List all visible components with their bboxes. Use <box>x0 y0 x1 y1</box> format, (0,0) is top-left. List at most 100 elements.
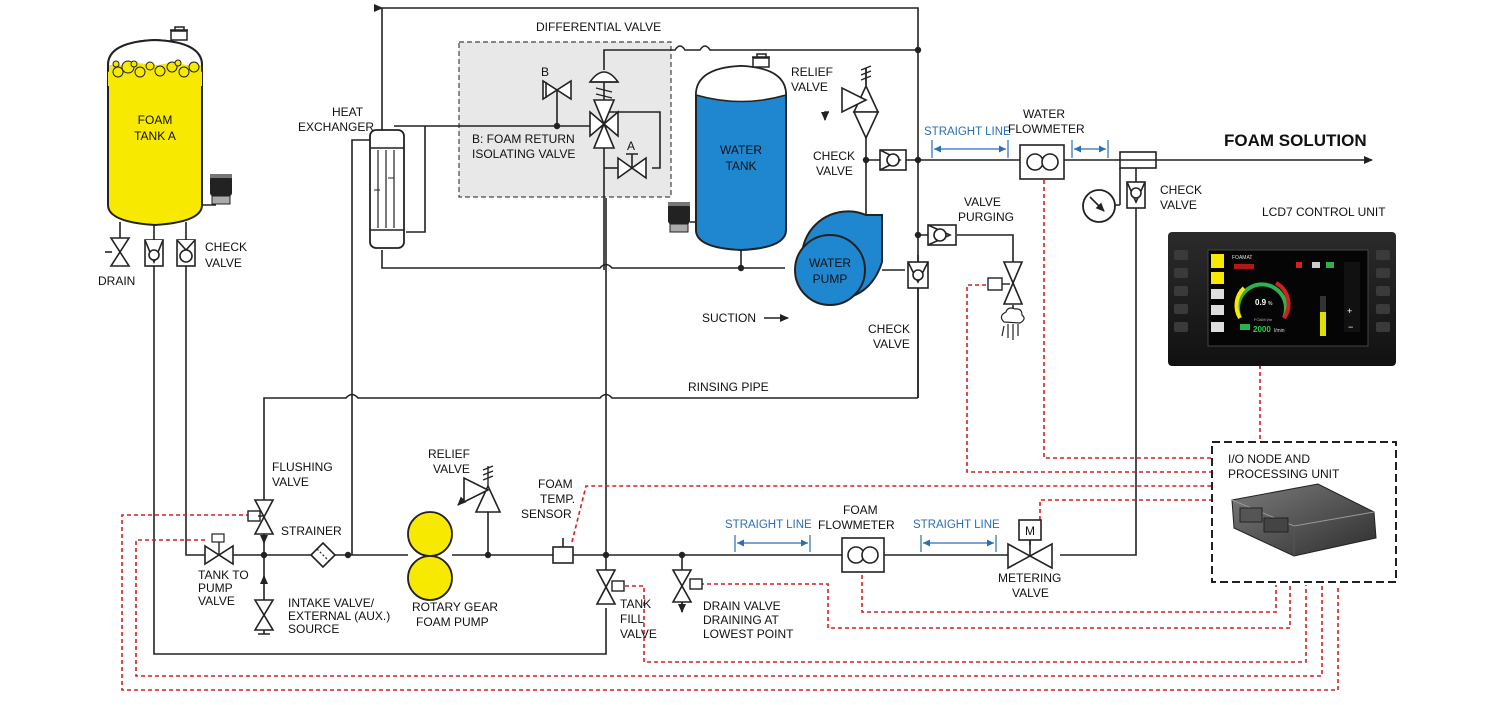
drain-valve-icon <box>105 237 131 267</box>
drain-valve-label-1: DRAIN VALVE <box>703 599 781 613</box>
purging-check-valve <box>927 224 957 246</box>
water-flowmeter <box>1019 144 1065 180</box>
valve-purging-label-2: PURGING <box>958 210 1014 224</box>
valve-purging-label-1: VALVE <box>964 195 1001 209</box>
water-pump: WATER PUMP <box>794 210 883 306</box>
pump-check-valve <box>907 261 929 289</box>
signal-wiring <box>121 180 1339 691</box>
tank-to-pump-label-3: VALVE <box>198 594 235 608</box>
check-valve-right <box>1126 181 1146 209</box>
valve-b-label: B <box>541 65 549 79</box>
tank-fill-label-2: FILL <box>620 612 644 626</box>
differential-valve <box>588 71 620 149</box>
relief-valve-top <box>841 65 880 140</box>
tee-fitting <box>1119 151 1157 169</box>
foam-flowmeter <box>841 537 885 573</box>
relief-valve-bottom-label-2: VALVE <box>433 462 470 476</box>
tank-fill-label-3: VALVE <box>620 627 657 641</box>
drain-valve-lowest <box>671 569 703 613</box>
tank-to-pump-valve <box>204 533 234 566</box>
pressure-gauge-icon <box>1082 189 1116 223</box>
check-valve-mid-label-1: CHECK <box>813 149 855 163</box>
tank-check-valve-1 <box>144 239 164 267</box>
suction-label: SUCTION <box>702 311 756 325</box>
valve-b-icon <box>542 79 572 101</box>
metering-motor-label: M <box>1025 524 1035 538</box>
intake-valve-label-1: INTAKE VALVE/ <box>288 596 375 610</box>
metering-valve-label-2: VALVE <box>1012 586 1049 600</box>
metering-valve: M <box>1007 519 1053 570</box>
foam-tank-label-2: TANK A <box>134 129 176 143</box>
io-node-label-2: PROCESSING UNIT <box>1228 467 1340 481</box>
io-node-processing-unit <box>1211 441 1397 583</box>
strainer-label: STRAINER <box>281 524 342 538</box>
tank-fill-label-1: TANK <box>620 597 651 611</box>
differential-valve-label: DIFFERENTIAL VALVE <box>536 20 661 34</box>
water-pump-label-2: PUMP <box>813 272 848 286</box>
io-node-label-1: I/O NODE AND <box>1228 452 1310 466</box>
drain-label: DRAIN <box>98 274 135 288</box>
foam-temp-sensor <box>552 538 574 564</box>
lcd-flow-value: 2000 <box>1253 325 1271 334</box>
lcd-percent-unit: % <box>1268 301 1273 307</box>
svg-text:−: − <box>1348 322 1353 332</box>
check-valve-mid-label-2: VALVE <box>816 164 853 178</box>
lcd-flow-label: FOAM l/m <box>1254 317 1273 322</box>
check-valve-mid <box>879 149 907 171</box>
heat-exchanger-label-1: HEAT <box>332 105 364 119</box>
tank-fill-valve <box>595 569 625 605</box>
svg-text:+: + <box>1347 306 1352 316</box>
relief-valve-top-label-1: RELIEF <box>791 65 833 79</box>
foam-solution-label: FOAM SOLUTION <box>1224 131 1367 150</box>
lcd-flow-unit: l/min <box>1274 328 1285 334</box>
rotary-gear-label-1: ROTARY GEAR <box>412 600 498 614</box>
foam-return-label-2: ISOLATING VALVE <box>472 147 575 161</box>
foam-temp-label-3: SENSOR <box>521 507 572 521</box>
straight-line-left-label: STRAIGHT LINE <box>725 519 812 531</box>
water-pump-label-1: WATER <box>809 256 851 270</box>
tank-check-valve-label-1: CHECK <box>205 240 247 254</box>
heat-exchanger <box>369 129 405 249</box>
water-flowmeter-label-2: FLOWMETER <box>1008 122 1085 136</box>
pipework <box>119 7 1372 655</box>
intake-valve-label-3: SOURCE <box>288 622 339 636</box>
tank-check-valve-2 <box>176 239 196 267</box>
foam-temp-label-2: TEMP. <box>540 492 575 506</box>
lcd7-label: LCD7 CONTROL UNIT <box>1262 205 1386 219</box>
foam-tank-a: FOAM TANK A <box>107 26 203 227</box>
straight-line-top-dimension <box>931 140 1109 158</box>
intake-valve <box>253 575 275 635</box>
strainer <box>309 541 337 569</box>
rotary-gear-label-2: FOAM PUMP <box>416 615 489 629</box>
relief-valve-top-label-2: VALVE <box>791 80 828 94</box>
water-tank: WATER TANK <box>695 53 787 252</box>
flushing-valve <box>247 499 275 535</box>
rotary-gear-foam-pump <box>407 511 453 601</box>
relief-valve-bottom <box>463 465 502 513</box>
water-tank-label-2: TANK <box>725 159 756 173</box>
lcd7-control-unit: FOAMAT 0.9 % FOAM l/m 2000 l/min + − <box>1168 232 1396 366</box>
drain-valve-label-2: DRAINING AT <box>703 613 779 627</box>
straight-line-right-label: STRAIGHT LINE <box>913 519 1000 531</box>
purging-solenoid-valve <box>987 261 1024 305</box>
valve-a-icon <box>617 153 647 180</box>
water-flowmeter-label-1: WATER <box>1023 107 1065 121</box>
relief-valve-bottom-label-1: RELIEF <box>428 447 470 461</box>
metering-valve-label-1: METERING <box>998 571 1061 585</box>
valve-a-label: A <box>627 139 635 153</box>
foam-level-sensor <box>202 174 232 206</box>
foam-flowmeter-label-2: FLOWMETER <box>818 518 895 532</box>
foam-flowmeter-label-1: FOAM <box>843 503 878 517</box>
foam-return-label-1: B: FOAM RETURN <box>472 132 575 146</box>
flushing-valve-label-2: VALVE <box>272 475 309 489</box>
water-level-sensor <box>668 202 696 233</box>
water-tank-label-1: WATER <box>720 143 762 157</box>
lcd-brand: FOAMAT <box>1232 255 1252 261</box>
tank-to-pump-label-2: PUMP <box>198 581 233 595</box>
straight-line-top-label: STRAIGHT LINE <box>924 126 1011 138</box>
foam-temp-label-1: FOAM <box>538 477 573 491</box>
lcd-percent: 0.9 <box>1255 298 1267 307</box>
check-valve-right-label-2: VALVE <box>1160 198 1197 212</box>
